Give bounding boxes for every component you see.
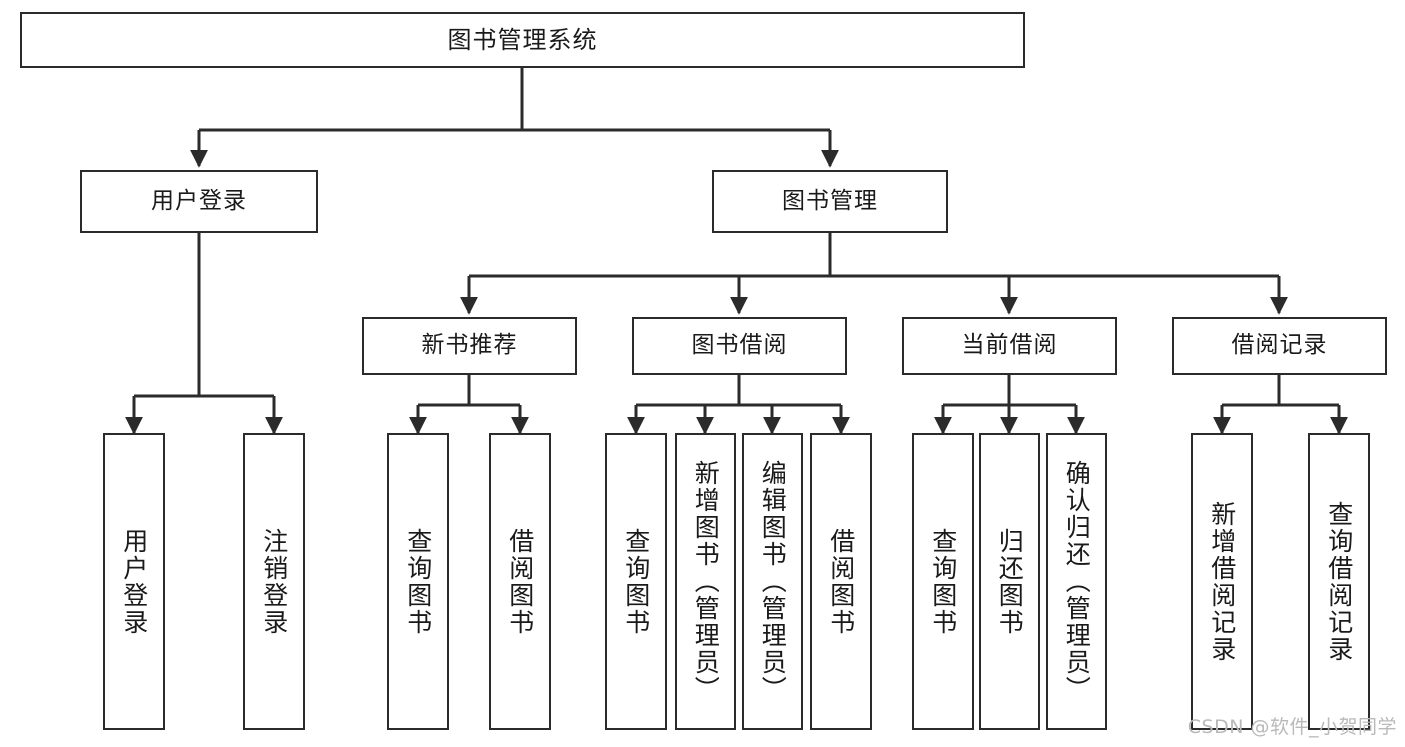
node-borrow-record[interactable]: 借阅记录 — [1172, 317, 1387, 375]
node-current-borrow[interactable]: 当前借阅 — [902, 317, 1117, 375]
node-leaf-newbook-query-book[interactable]: 查询图书 — [387, 433, 449, 730]
node-book-management[interactable]: 图书管理 — [712, 170, 948, 233]
node-label: 编辑图书（管理员） — [758, 460, 788, 703]
node-label: 查询图书 — [928, 527, 958, 636]
node-label: 确认归还（管理员） — [1062, 460, 1092, 703]
node-label: 借阅记录 — [1231, 332, 1328, 359]
node-leaf-borrow-query-book[interactable]: 查询图书 — [605, 433, 667, 730]
node-new-book-recommend[interactable]: 新书推荐 — [362, 317, 577, 375]
csdn-watermark: CSDN @软件_小贺同学 — [1187, 716, 1397, 738]
node-leaf-current-return-book[interactable]: 归还图书 — [979, 433, 1040, 730]
node-leaf-current-query-book[interactable]: 查询图书 — [912, 433, 974, 730]
node-label: 图书借阅 — [691, 332, 788, 359]
node-user-login[interactable]: 用户登录 — [80, 170, 318, 233]
node-leaf-record-add-record[interactable]: 新增借阅记录 — [1191, 433, 1253, 730]
node-leaf-borrow-borrow-book[interactable]: 借阅图书 — [810, 433, 872, 730]
node-label: 查询图书 — [621, 527, 651, 636]
node-leaf-borrow-add-book-admin[interactable]: 新增图书（管理员） — [675, 433, 736, 730]
node-leaf-newbook-borrow-book[interactable]: 借阅图书 — [489, 433, 551, 730]
node-label: 查询借阅记录 — [1324, 500, 1354, 663]
node-label: 当前借阅 — [961, 332, 1058, 359]
node-leaf-user-login[interactable]: 用户登录 — [103, 433, 165, 730]
node-label: 图书管理系统 — [447, 25, 598, 54]
node-leaf-current-confirm-return-admin[interactable]: 确认归还（管理员） — [1046, 433, 1107, 730]
node-label: 注销登录 — [259, 527, 289, 636]
node-leaf-logout[interactable]: 注销登录 — [243, 433, 305, 730]
node-book-borrow[interactable]: 图书借阅 — [632, 317, 847, 375]
node-label: 新增借阅记录 — [1207, 500, 1237, 663]
node-label: 图书管理 — [782, 187, 878, 214]
node-leaf-record-query-record[interactable]: 查询借阅记录 — [1308, 433, 1370, 730]
node-label: 用户登录 — [151, 187, 247, 214]
node-root-book-management-system[interactable]: 图书管理系统 — [20, 12, 1025, 68]
node-label: 归还图书 — [995, 527, 1025, 636]
node-leaf-borrow-edit-book-admin[interactable]: 编辑图书（管理员） — [742, 433, 803, 730]
node-label: 借阅图书 — [826, 527, 856, 636]
node-label: 新书推荐 — [421, 332, 518, 359]
node-label: 用户登录 — [119, 527, 149, 636]
node-label: 查询图书 — [403, 527, 433, 636]
node-label: 新增图书（管理员） — [691, 460, 721, 703]
node-label: 借阅图书 — [505, 527, 535, 636]
